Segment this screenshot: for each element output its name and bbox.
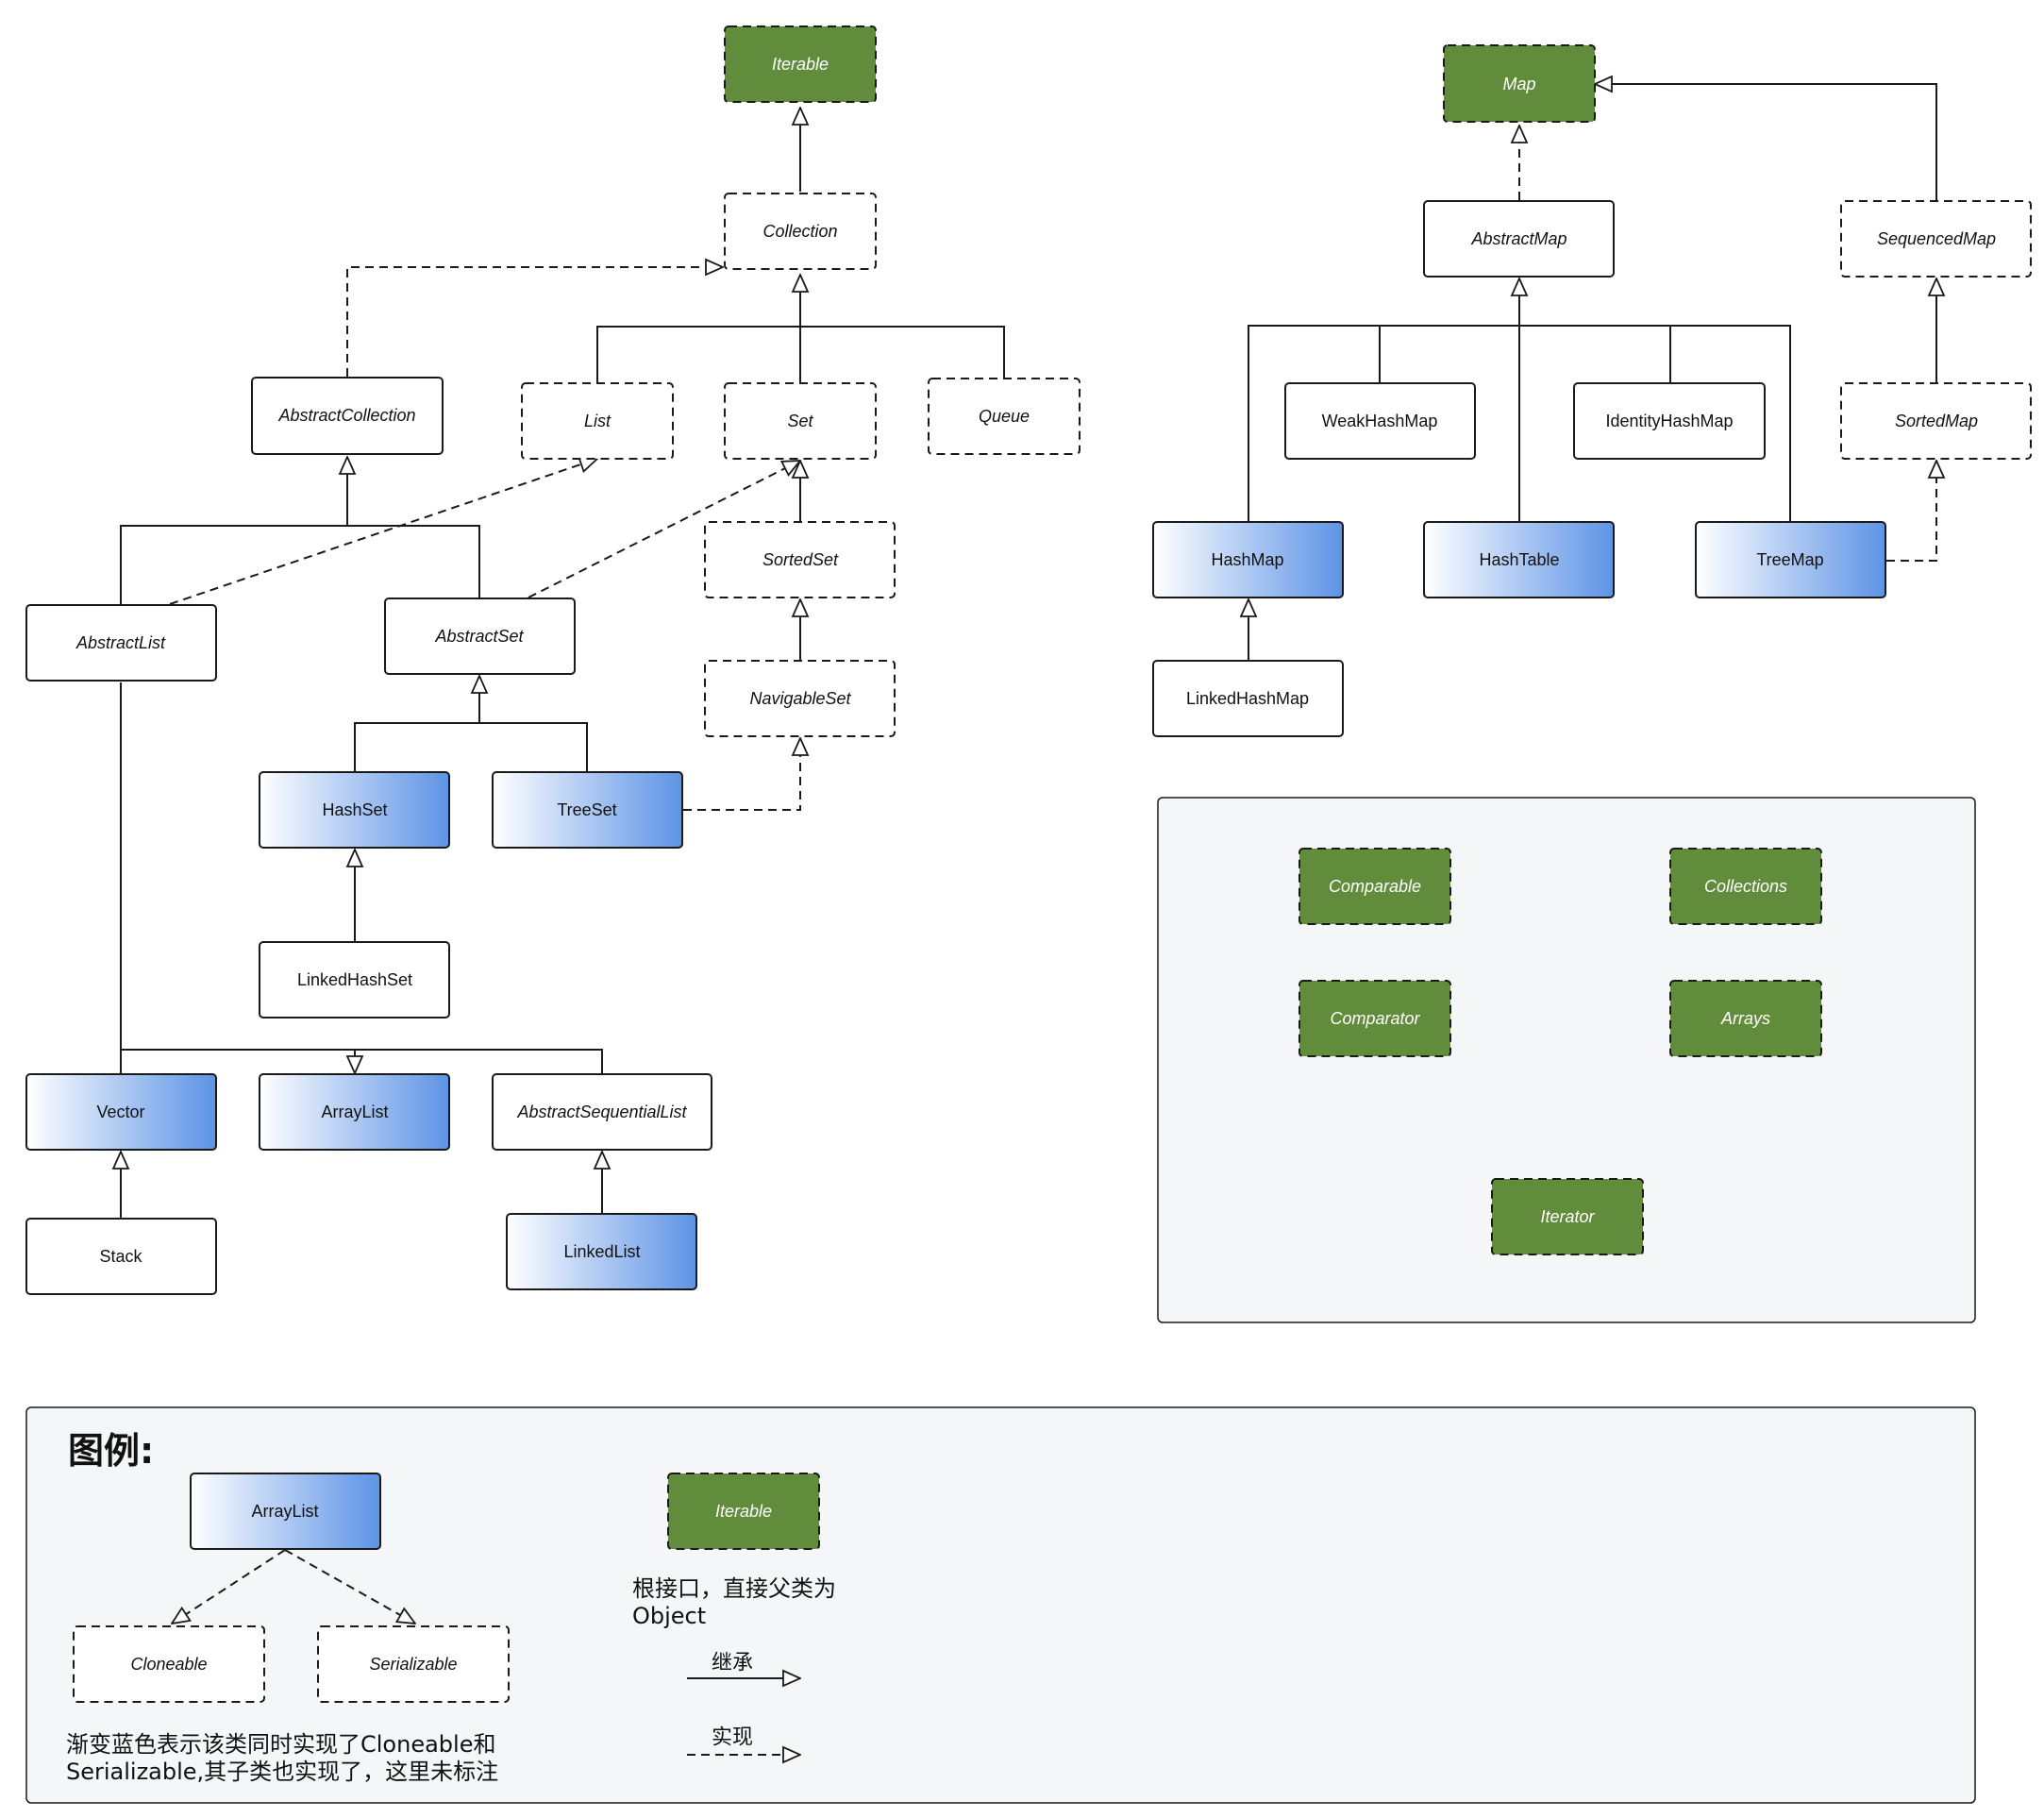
node-sorted-set: SortedSet: [704, 521, 896, 598]
node-tree-map: TreeMap: [1695, 521, 1886, 598]
legend-implement-label: 实现: [712, 1726, 753, 1750]
node-comparable-label: Comparable: [1329, 877, 1421, 896]
edge-abstractlist-implements-list: [169, 459, 597, 605]
node-hash-table: HashTable: [1423, 521, 1615, 598]
edge-lists-extend-abstractlist: [120, 682, 603, 1073]
node-abstract-sequential-list: AbstractSequentialList: [492, 1073, 712, 1151]
node-abstract-set-label: AbstractSet: [434, 627, 524, 646]
node-hash-set-label: HashSet: [322, 800, 387, 819]
node-linked-hash-map: LinkedHashMap: [1152, 660, 1344, 737]
node-abstract-set: AbstractSet: [384, 598, 576, 675]
node-vector-label: Vector: [96, 1103, 144, 1121]
node-collections: Collections: [1669, 848, 1822, 925]
legend-example-serializable-label: Serializable: [369, 1655, 457, 1674]
node-hash-table-label: HashTable: [1479, 550, 1559, 569]
node-identity-hash-map-label: IdentityHashMap: [1605, 412, 1733, 430]
node-iterator: Iterator: [1491, 1178, 1644, 1255]
node-stack-label: Stack: [99, 1247, 142, 1266]
legend-root-example: Iterable: [667, 1473, 820, 1550]
node-array-list-label: ArrayList: [321, 1103, 388, 1121]
node-abstract-list: AbstractList: [25, 604, 217, 682]
legend-gradient-note-line1: 渐变蓝色表示该类同时实现了Cloneable和: [66, 1731, 495, 1758]
legend-title: 图例:: [68, 1430, 154, 1472]
node-linked-hash-map-label: LinkedHashMap: [1186, 689, 1309, 708]
legend-edge-cloneable: [172, 1549, 286, 1624]
node-map: Map: [1443, 44, 1596, 123]
node-hash-map: HashMap: [1152, 521, 1344, 598]
node-comparator-label: Comparator: [1330, 1009, 1420, 1028]
node-comparable: Comparable: [1298, 848, 1451, 925]
edge-abstractcollection-implements-collection: [346, 267, 723, 377]
legend-edge-serializable: [284, 1549, 415, 1624]
node-sorted-map-label: SortedMap: [1895, 412, 1978, 430]
node-navigable-set: NavigableSet: [704, 660, 896, 737]
node-iterable: Iterable: [724, 25, 877, 103]
legend-example-class-label: ArrayList: [251, 1502, 318, 1521]
node-abstract-collection: AbstractCollection: [251, 377, 444, 455]
legend-example-serializable: Serializable: [317, 1625, 510, 1703]
node-collection: Collection: [724, 193, 877, 270]
node-navigable-set-label: NavigableSet: [749, 689, 851, 708]
node-arrays: Arrays: [1669, 980, 1822, 1057]
node-weak-hash-map-label: WeakHashMap: [1322, 412, 1438, 430]
edge-treemap-implements-sortedmap: [1886, 461, 1936, 562]
edge-abstractset-implements-set: [528, 461, 800, 598]
legend-panel: [25, 1406, 1976, 1804]
legend-gradient-note-line2: Serializable,其子类也实现了，这里未标注: [66, 1759, 498, 1785]
utility-panel: [1157, 797, 1976, 1323]
node-collection-label: Collection: [762, 222, 837, 241]
node-queue-label: Queue: [979, 407, 1030, 426]
legend-example-cloneable-label: Cloneable: [130, 1655, 207, 1674]
edge-abstractlist-abstractset-extend-abstractcollection: [120, 457, 480, 604]
node-collections-label: Collections: [1704, 877, 1787, 896]
node-sorted-map: SortedMap: [1840, 382, 2032, 460]
node-hash-set: HashSet: [259, 771, 450, 849]
node-array-list: ArrayList: [259, 1073, 450, 1151]
node-hash-map-label: HashMap: [1211, 550, 1283, 569]
node-abstract-collection-label: AbstractCollection: [277, 406, 415, 425]
edge-hashset-treeset-extend-abstractset: [354, 676, 588, 771]
node-sequenced-map-label: SequencedMap: [1877, 229, 1996, 248]
node-abstract-map: AbstractMap: [1423, 200, 1615, 278]
node-sequenced-map: SequencedMap: [1840, 200, 2032, 278]
legend-root-note-line2: Object: [632, 1603, 706, 1629]
node-arrays-label: Arrays: [1720, 1009, 1770, 1028]
node-abstract-sequential-list-label: AbstractSequentialList: [516, 1103, 687, 1121]
node-linked-hash-set: LinkedHashSet: [259, 941, 450, 1018]
node-tree-set: TreeSet: [492, 771, 683, 849]
node-comparator: Comparator: [1298, 980, 1451, 1057]
node-list-label: List: [584, 412, 612, 430]
legend-example-class: ArrayList: [190, 1473, 381, 1550]
node-vector: Vector: [25, 1073, 217, 1151]
node-list: List: [521, 382, 674, 460]
node-iterable-label: Iterable: [772, 55, 829, 74]
node-abstract-map-label: AbstractMap: [1470, 229, 1567, 248]
node-weak-hash-map: WeakHashMap: [1284, 382, 1476, 460]
node-iterator-label: Iterator: [1540, 1207, 1595, 1226]
node-linked-list: LinkedList: [506, 1213, 697, 1290]
node-linked-hash-set-label: LinkedHashSet: [297, 970, 412, 989]
legend-root-note-line1: 根接口，直接父类为: [632, 1575, 836, 1602]
edge-sequencedmap-extends-map: [1595, 84, 1937, 200]
node-linked-list-label: LinkedList: [563, 1242, 640, 1261]
legend-root-example-label: Iterable: [715, 1502, 772, 1521]
edge-treeset-implements-navigableset: [683, 738, 800, 811]
legend-inherit-label: 继承: [712, 1652, 753, 1675]
node-queue: Queue: [928, 378, 1081, 455]
node-abstract-list-label: AbstractList: [75, 633, 166, 652]
node-set-label: Set: [787, 412, 813, 430]
node-identity-hash-map: IdentityHashMap: [1573, 382, 1766, 460]
legend-example-cloneable: Cloneable: [73, 1625, 265, 1703]
node-sorted-set-label: SortedSet: [762, 550, 839, 569]
node-tree-set-label: TreeSet: [557, 800, 616, 819]
node-tree-map-label: TreeMap: [1756, 550, 1823, 569]
node-stack: Stack: [25, 1218, 217, 1295]
node-map-label: Map: [1502, 75, 1535, 93]
node-set: Set: [724, 382, 877, 460]
